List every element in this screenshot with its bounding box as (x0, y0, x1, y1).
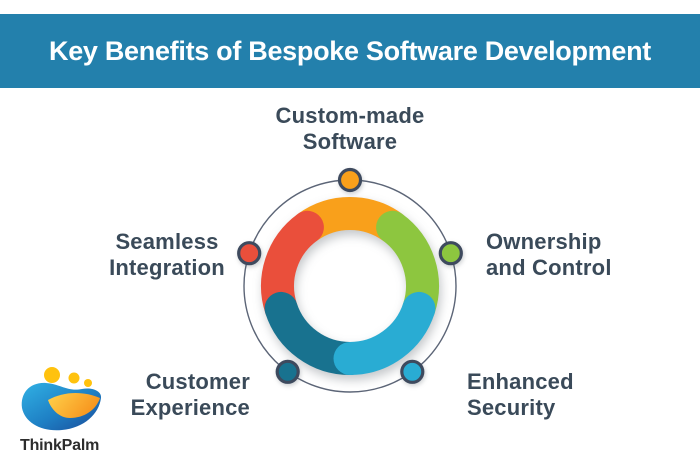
label-custom-made-software: Custom-made Software (230, 103, 470, 155)
label-ownership-and-control: Ownership and Control (486, 229, 686, 281)
label-line: Software (302, 129, 398, 154)
label-line: Experience (130, 395, 250, 420)
label-line: Custom-made (275, 103, 425, 128)
node-ownership-and-control-icon (438, 241, 463, 266)
label-line: and Control (486, 255, 612, 280)
label-line: Enhanced (467, 369, 574, 394)
logo-leaf-shape (48, 392, 100, 418)
logo-dot-small (84, 379, 92, 387)
label-customer-experience: Customer Experience (95, 369, 250, 421)
label-seamless-integration: Seamless Integration (82, 229, 252, 281)
label-line: Integration (109, 255, 225, 280)
logo-dot-large (44, 367, 60, 383)
thinkpalm-logo-mark (21, 367, 102, 431)
ring-nodes (237, 167, 463, 384)
label-line: Ownership (486, 229, 602, 254)
node-seamless-integration-icon (237, 241, 262, 266)
logo-brand-name: ThinkPalm (20, 437, 100, 454)
page-title: Key Benefits of Bespoke Software Develop… (49, 35, 651, 66)
thinkpalm-logo: ThinkPalm (16, 360, 108, 455)
label-line: Customer (145, 369, 250, 394)
donut-segments (261, 197, 439, 375)
header-banner: Key Benefits of Bespoke Software Develop… (0, 14, 700, 88)
segment-enhanced-security (333, 291, 436, 375)
node-custom-made-software-icon (337, 167, 363, 193)
node-customer-experience-icon (275, 359, 300, 384)
label-enhanced-security: Enhanced Security (467, 369, 647, 421)
logo-dot-medium (68, 372, 80, 384)
label-line: Security (467, 395, 556, 420)
label-line: Seamless (115, 229, 219, 254)
node-enhanced-security-icon (400, 359, 425, 384)
